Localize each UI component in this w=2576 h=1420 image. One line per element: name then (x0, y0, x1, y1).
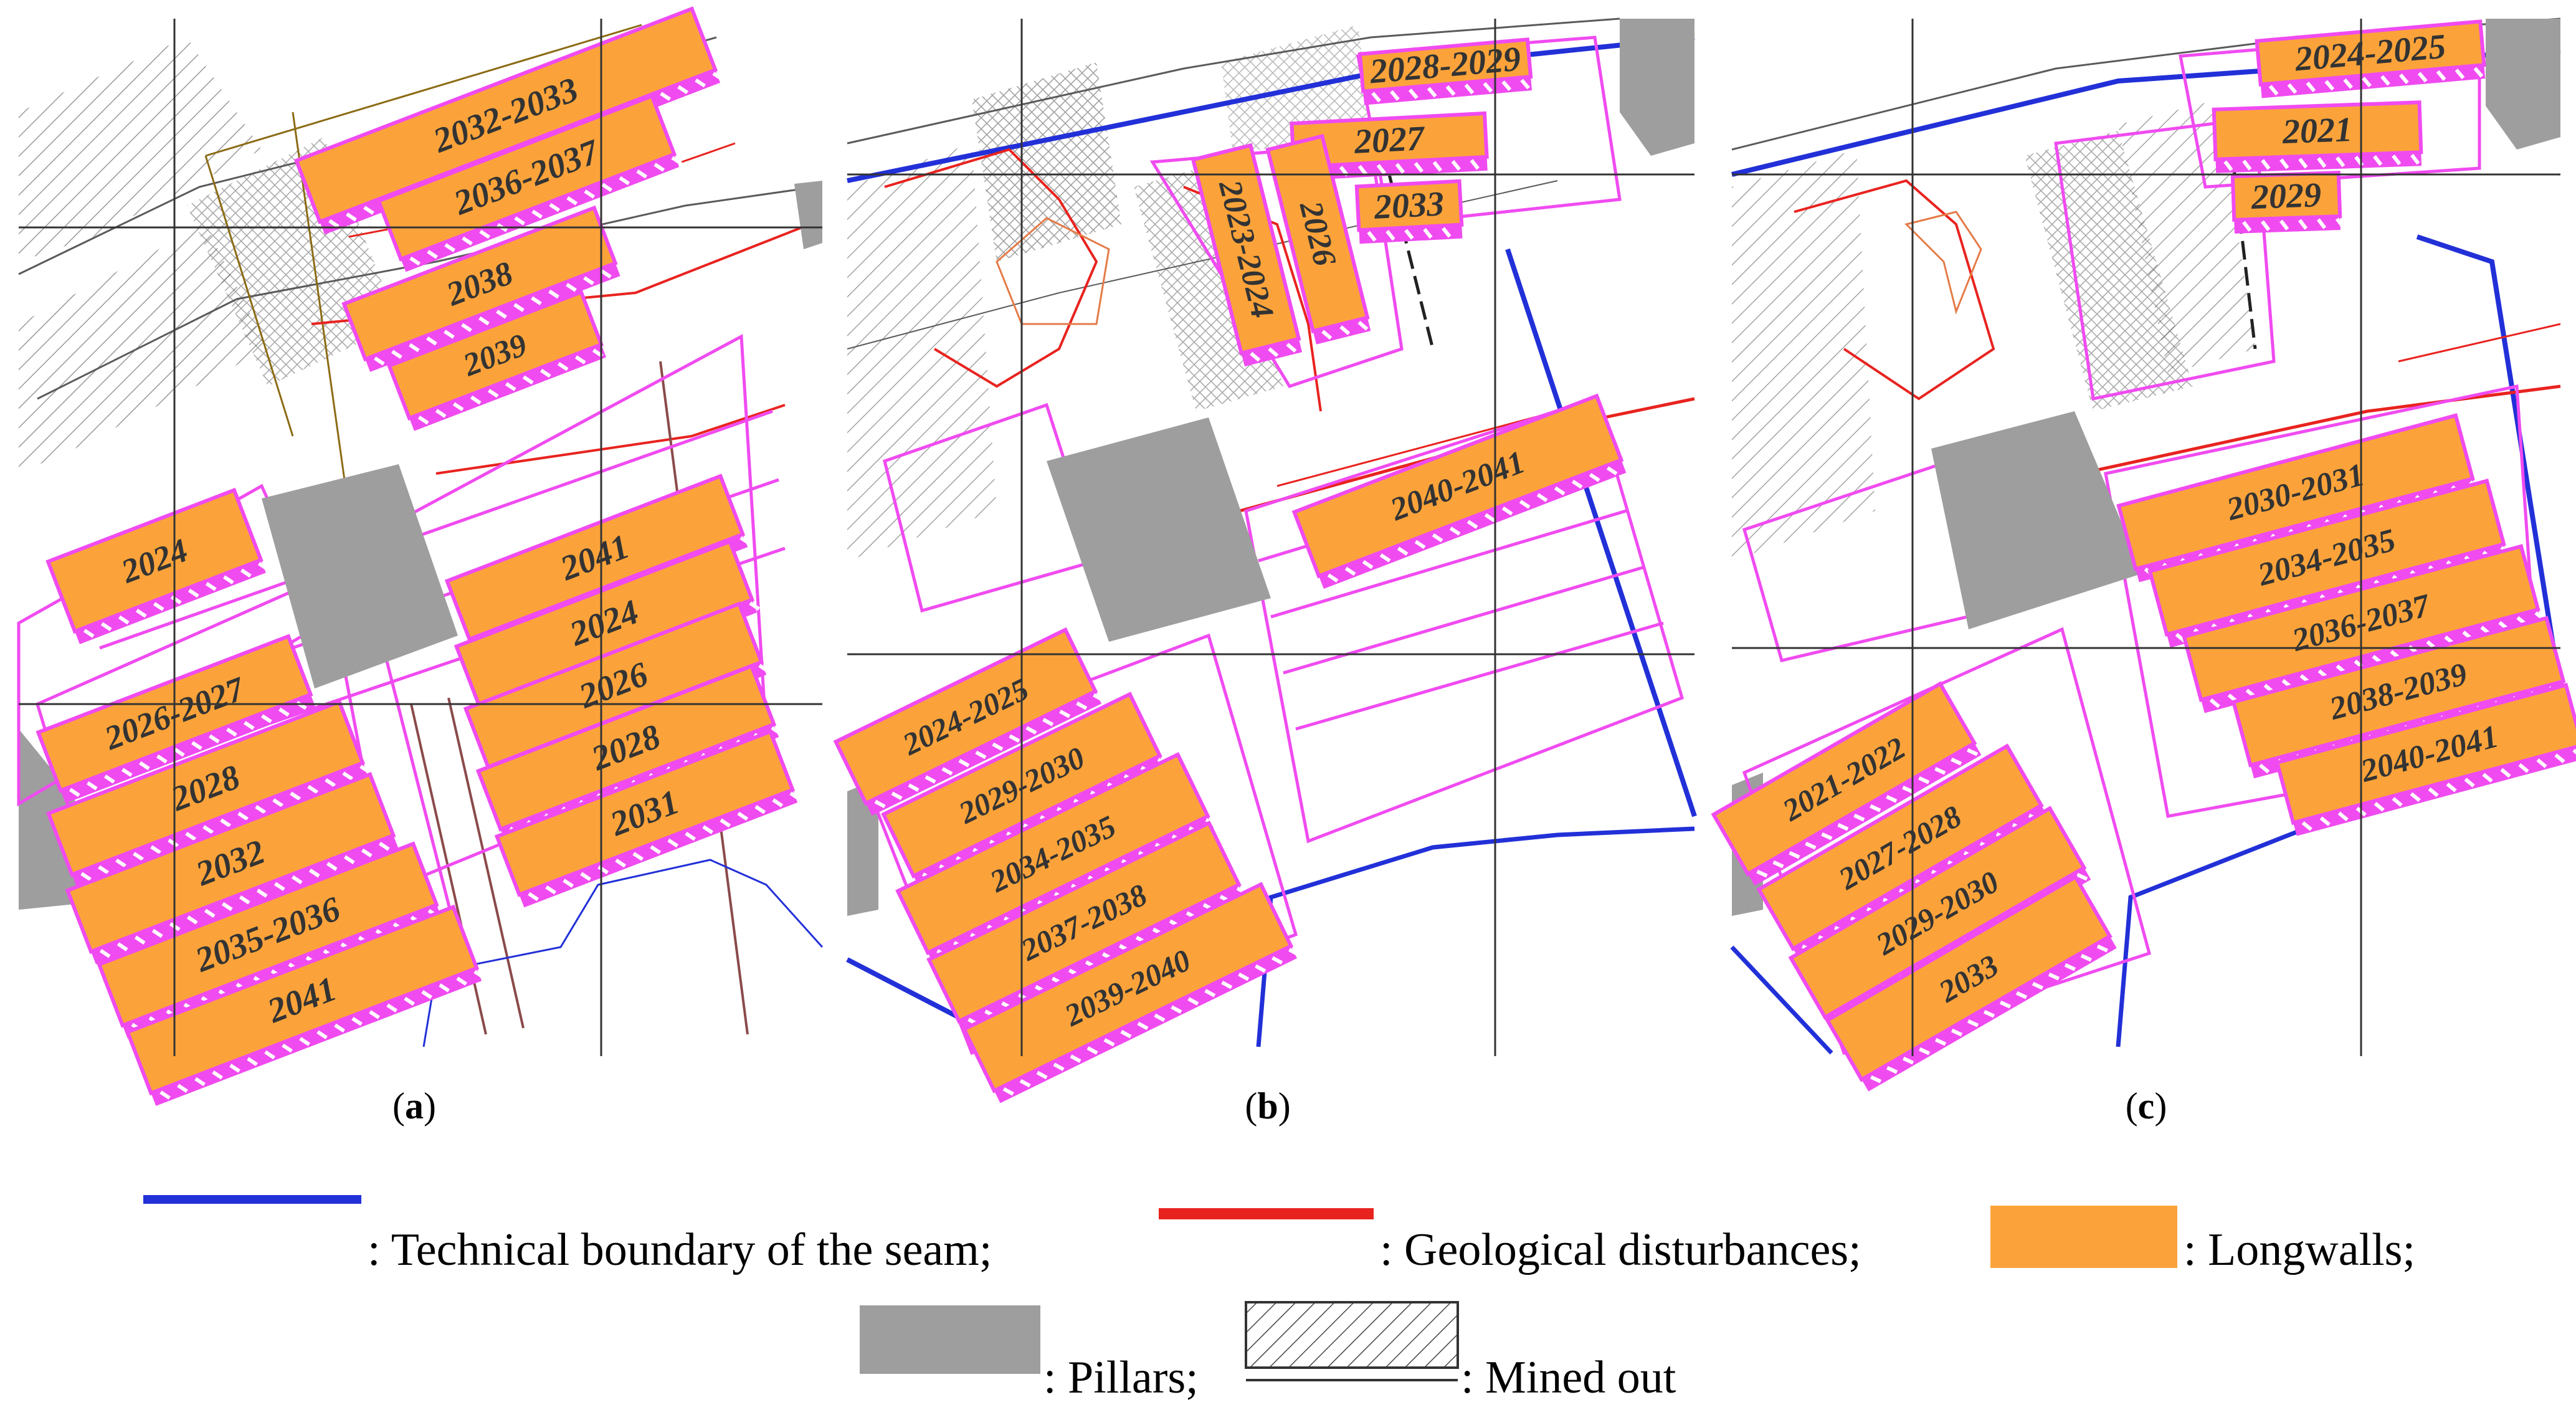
longwall-gateroad-ticks (528, 791, 801, 902)
longwall-gateroad-ticks (69, 700, 307, 798)
longwall-gateroad-ticks (99, 842, 390, 958)
longwall-gateroad (151, 968, 482, 1106)
panel-a-longwall-2: 2038 (341, 205, 620, 372)
longwall-gateroad-ticks (967, 886, 1248, 1026)
panel-a-longwall-4: 2024 (45, 487, 269, 644)
panel-b-pillar (1047, 417, 1271, 642)
longwall-gateroad (2234, 216, 2341, 234)
legend-symbol-hatch-rect (1245, 1301, 1459, 1369)
panel-c-longwalls: 2024-2025202120292030-20312034-20352036-… (1711, 19, 2576, 1092)
legend-item-pillars: : Pillars; (860, 1305, 1199, 1403)
panel-a-longwall-14: 2041 (125, 904, 485, 1106)
longwall-gateroad-ticks (417, 348, 604, 425)
panel-a-longwall-11: 2028 (45, 699, 371, 888)
legend-text-disturbances: : Geological disturbances; (1380, 1224, 1861, 1275)
longwall-block (1756, 743, 2044, 951)
longwall-label: 2027 (1352, 119, 1426, 161)
longwall-gateroad (994, 946, 1297, 1103)
legend-item-disturbances: : Geological disturbances; (1159, 1208, 1861, 1275)
legend-symbol-orange-rect (1990, 1206, 2177, 1268)
longwall-gateroad (1363, 77, 1533, 105)
longwall-gateroad-ticks (2242, 217, 2345, 232)
panel-b-longwall-0: 2028-2029 (1357, 37, 1533, 105)
longwall-block (1354, 179, 1464, 232)
panel-b-longwall-10: 2039-2040 (961, 882, 1300, 1103)
legend-text-boundary: : Technical boundary of the seam; (368, 1224, 992, 1275)
longwall-gateroad (2260, 65, 2486, 98)
longwall-gateroad-ticks (374, 269, 612, 366)
longwall-block (1788, 806, 2087, 1020)
legend-item-mined-out: : Mined out (1245, 1301, 1676, 1403)
panel-b-longwall-2: 2033 (1354, 179, 1464, 244)
panel-c-caption: (c) (2126, 1085, 2167, 1127)
legend: : Technical boundary of the seam; : Geol… (143, 1195, 2415, 1403)
panel-a-longwall-12: 2032 (65, 771, 399, 965)
longwall-block (125, 904, 480, 1096)
longwall-gateroad-ticks (159, 970, 485, 1100)
longwall-gateroad (365, 263, 620, 372)
panel-a-pillar (262, 464, 458, 689)
longwall-block (2147, 479, 2506, 637)
longwall-block (65, 771, 396, 955)
longwall-gateroad-ticks (1002, 948, 1300, 1096)
longwall-gateroad-ticks (80, 765, 371, 881)
longwall-gateroad-ticks (1327, 466, 1618, 583)
longwall-block (1291, 393, 1624, 579)
longwall-block (2274, 682, 2576, 826)
longwall-label: 2021 (2281, 110, 2353, 151)
longwall-gateroad (409, 344, 607, 431)
longwall-gateroad-ticks (2223, 153, 2420, 171)
legend-text-longwalls: : Longwalls; (2184, 1224, 2415, 1275)
panel-b-caption: (b) (1245, 1085, 1290, 1127)
legend-text-pillars: : Pillars; (1043, 1352, 1199, 1403)
longwall-gateroad-ticks (1367, 227, 1452, 242)
longwall-label: 2033 (1372, 184, 1445, 227)
longwall-gateroad (865, 691, 1102, 816)
panel-c-pillar (1931, 411, 2143, 629)
longwall-block (97, 841, 439, 1028)
panel-a-longwall-3: 2039 (386, 289, 607, 431)
panel-c-longwall-1: 2021 (2212, 100, 2423, 173)
legend-item-boundary: : Technical boundary of the seam; (143, 1195, 992, 1275)
longwall-gateroad-ticks (1870, 944, 2108, 1084)
longwall-block (1825, 874, 2113, 1082)
longwall-gateroad-ticks (1756, 748, 1979, 878)
panel-c-longwall-0: 2024-2025 (2255, 19, 2486, 98)
longwall-gateroad (75, 560, 266, 644)
panel-c-longwall-11: 2033 (1825, 874, 2117, 1092)
panel-a-longwall-9: 2031 (494, 729, 801, 908)
longwall-block (1711, 681, 1977, 877)
longwall-block (45, 699, 366, 877)
panel-b-longwall-4: 2026 (1265, 133, 1371, 345)
longwall-gateroad-ticks (1250, 343, 1297, 362)
longwall-block (2231, 616, 2566, 768)
longwall-label: 2029 (2250, 176, 2322, 217)
longwall-block (341, 205, 618, 362)
longwall-gateroad-ticks (83, 561, 269, 638)
panel-a-caption: (a) (392, 1085, 436, 1127)
longwall-gateroad (60, 694, 316, 804)
longwall-gateroad-ticks (874, 693, 1105, 809)
legend-text-mined-out: : Mined out (1461, 1352, 1676, 1403)
longwall-block (444, 474, 746, 642)
longwall-gateroad-ticks (1321, 320, 1369, 340)
longwall-gateroad-ticks (2268, 67, 2484, 96)
panel-c-longwall-2: 2029 (2230, 170, 2345, 234)
longwall-gateroad (2293, 745, 2576, 836)
longwall-block (2116, 413, 2475, 571)
panel-c: 2024-2025202120292030-20312034-20352036-… (1711, 17, 2576, 1127)
legend-symbol-gray-rect (860, 1305, 1040, 1374)
longwall-gateroad-ticks (1371, 79, 1530, 103)
longwall-gateroad-ticks (2209, 611, 2545, 708)
legend-item-longwalls: : Longwalls; (1990, 1206, 2415, 1275)
